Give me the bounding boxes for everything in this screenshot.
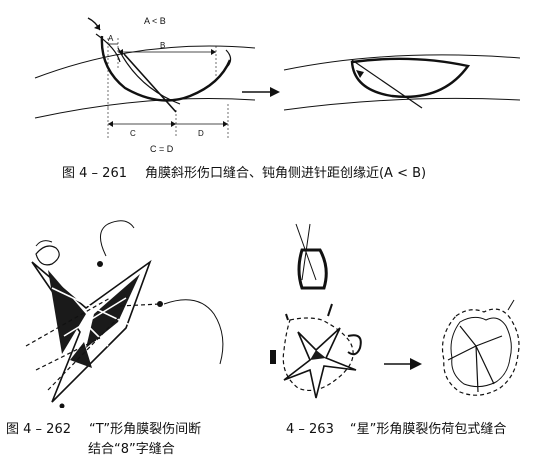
fig263-before-diagram [270, 223, 362, 399]
caption-fig-262-line1: “T”形角膜裂伤间断 [88, 422, 202, 437]
t-wound-outline [31, 259, 152, 403]
label-c-eq-d: C = D [150, 144, 174, 154]
transition-arrow-icon [242, 87, 280, 97]
fig261-right-diagram [283, 54, 521, 111]
label-d: D [198, 129, 204, 138]
star-wound [283, 327, 357, 399]
caption-fig-262-line2: 结合“8”字缝合 [88, 442, 175, 457]
label-a-lt-b: A < B [144, 16, 166, 26]
caption-fig-263: 4 – 263 “星”形角膜裂伤荷包式缝合 [286, 420, 506, 440]
closed-suture-loop [350, 57, 471, 98]
tied-purse-string [441, 308, 520, 396]
label-c: C [130, 129, 136, 138]
fig263-arrow-icon [384, 358, 422, 370]
needle-holder [297, 248, 328, 290]
oblique-wound [123, 53, 177, 113]
suture-knot [35, 245, 60, 266]
fig261-left-diagram: A < B A B C D C = D [34, 16, 256, 154]
figure-eight-suture [25, 297, 119, 391]
fig262-diagram [25, 220, 224, 408]
caption-fig-261-text: 角膜斜形伤口缝合、钝角侧进针距创缘近(A < B) [144, 166, 427, 181]
fig263-after-diagram [441, 299, 520, 396]
caption-fig-262: 图 4 – 262 “T”形角膜裂伤间断 [6, 420, 201, 440]
caption-fig-263-number: 4 – 263 [286, 422, 334, 437]
suture-loop [100, 35, 232, 102]
caption-fig-263-text: “星”形角膜裂伤荷包式缝合 [349, 422, 507, 437]
caption-fig-262-cont: 结合“8”字缝合 [88, 440, 175, 460]
label-a: A [108, 34, 114, 43]
caption-fig-262-number: 图 4 – 262 [6, 422, 71, 437]
free-suture-thread [100, 220, 135, 257]
caption-fig-261: 图 4 – 261 角膜斜形伤口缝合、钝角侧进针距创缘近(A < B) [62, 164, 426, 184]
label-b: B [160, 41, 165, 50]
caption-fig-261-number: 图 4 – 261 [62, 166, 127, 181]
